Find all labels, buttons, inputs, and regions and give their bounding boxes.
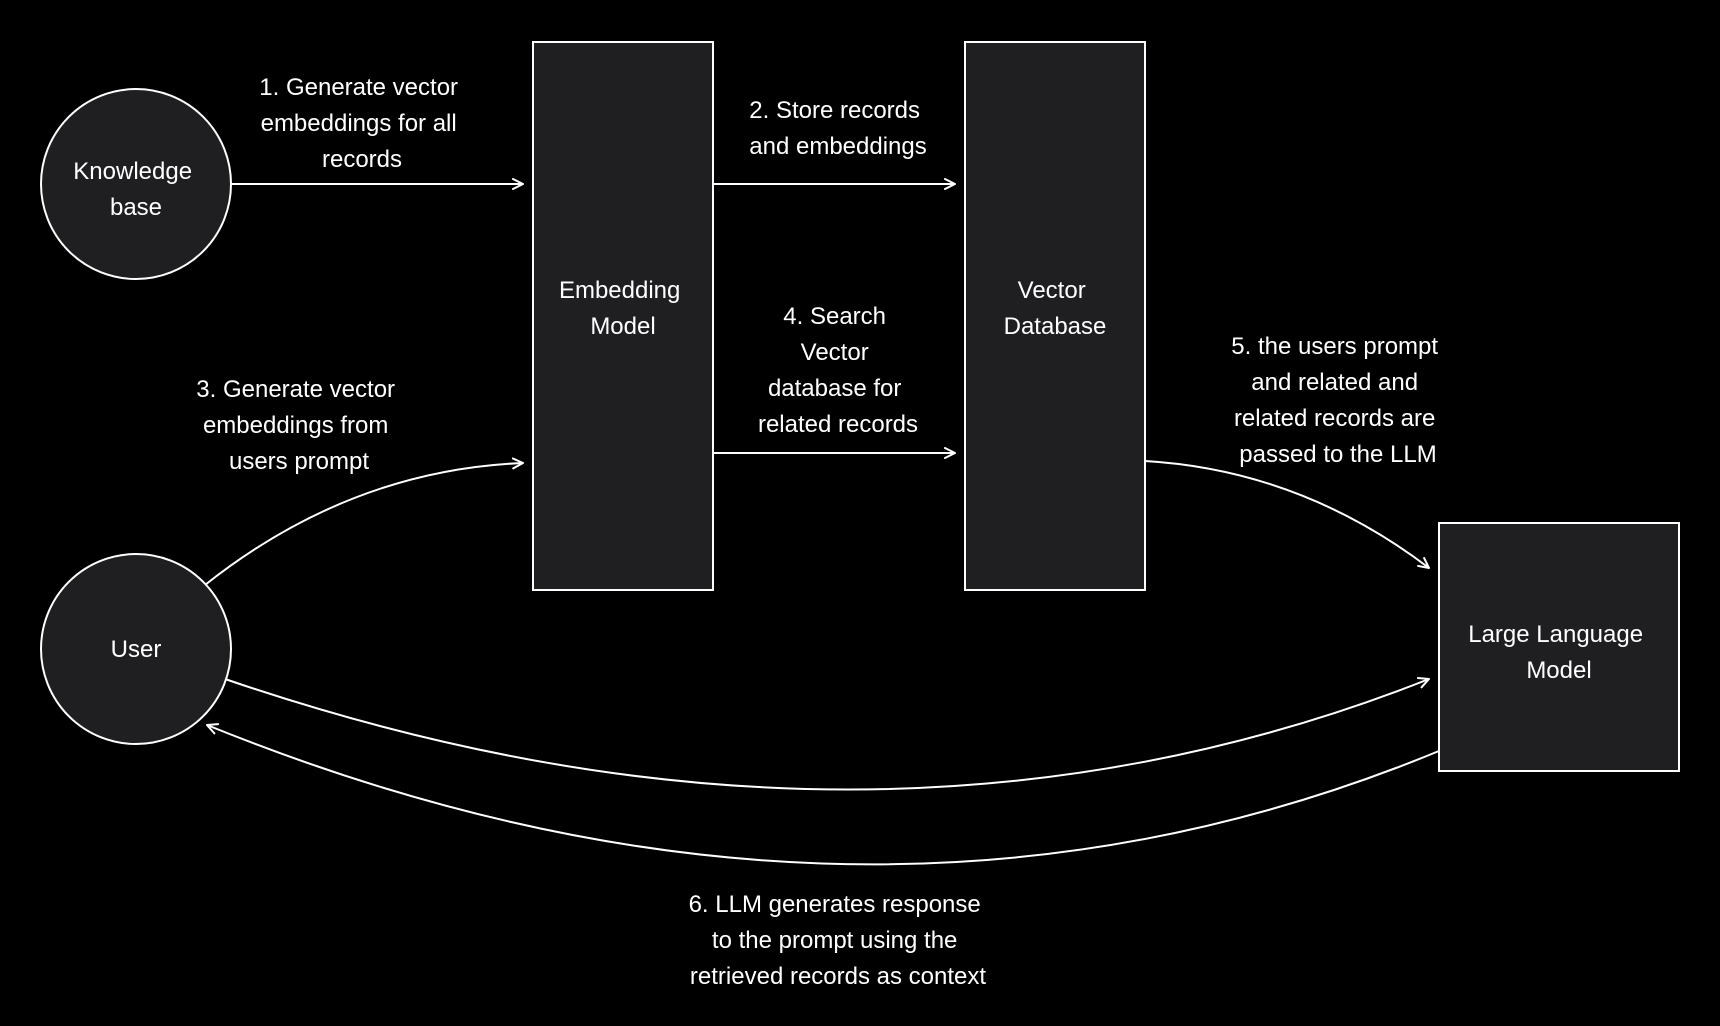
edge-label-line: embeddings for all [261,110,457,137]
edge-label-line: users prompt [229,448,369,475]
edge-label-line: 1. Generate vector [259,74,458,101]
edge-label-line: and related and [1251,369,1418,396]
edge-label-step-5: 5. the users prompt and related and rela… [1231,333,1444,468]
node-label-line: base [110,194,162,221]
svg-text:Embedding Model: Embedding Model [559,277,687,340]
node-label-line: Embedding [559,277,680,304]
edge-label-line: to the prompt using the [712,927,957,954]
node-user: User [40,553,232,745]
node-label-line: Model [590,313,655,340]
edge-user-to-llm [224,677,1430,791]
edge-label-line: 4. Search [783,303,886,330]
edge-label-step-6: 6. LLM generates response to the prompt … [689,891,988,990]
edge-llm-to-user [206,723,1440,866]
edge-label-line: and embeddings [749,133,926,160]
edge-label-step-2: 2. Store records and embeddings [749,97,926,160]
svg-text:Vector Database: Vector Database [1004,277,1107,340]
edge-label-step-1: 1. Generate vector embeddings for all re… [259,74,464,173]
node-label-line: Database [1004,313,1107,340]
edge-label-step-4: 4. Search Vector database for related re… [758,303,918,438]
node-knowledge-base: Knowledge base [40,88,232,280]
edge-label-line: related records are [1234,405,1435,432]
node-large-language-model: Large Language Model [1438,522,1680,772]
edge-label-line: 5. the users prompt [1231,333,1438,360]
node-label-line: Knowledge [73,158,192,185]
edge-label-line: 2. Store records [749,97,920,124]
edge-label-step-3: 3. Generate vector embeddings from users… [196,376,401,475]
node-label-line: Model [1526,657,1591,684]
edge-label-line: passed to the LLM [1239,441,1436,468]
edge-label-line: retrieved records as context [690,963,986,990]
edge-label-line: records [322,146,402,173]
node-label-line: User [111,636,162,663]
edge-label-line: database for [768,375,901,402]
edge-label-line: 6. LLM generates response [689,891,981,918]
node-embedding-model: Embedding Model [532,41,714,591]
node-vector-database: Vector Database [964,41,1146,591]
svg-text:Large Language Model: Large Language Model [1468,621,1650,684]
edge-label-line: related records [758,411,918,438]
edge-label-line: 3. Generate vector [196,376,395,403]
edge-vector-database-to-llm [1144,460,1430,569]
svg-text:User: User [111,636,162,663]
edge-user-to-embedding-model [204,457,524,586]
node-label-line: Large Language [1468,621,1643,648]
edge-label-line: embeddings from [203,412,388,439]
svg-text:Knowledge base: Knowledge base [73,158,198,221]
edge-label-line: Vector [801,339,869,366]
node-label-line: Vector [1018,277,1086,304]
